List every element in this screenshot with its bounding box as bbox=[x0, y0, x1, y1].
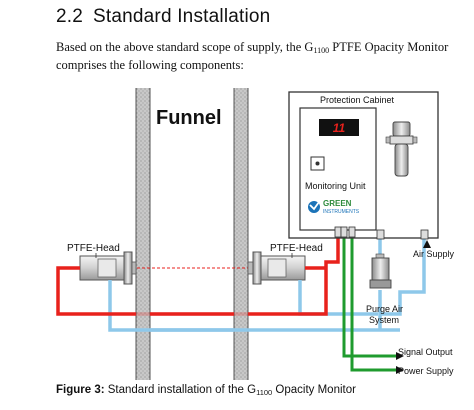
monitoring-unit-label: Monitoring Unit bbox=[305, 181, 366, 191]
green-instruments-logo: GREEN INSTRUMENTS bbox=[308, 199, 360, 215]
section-title: Standard Installation bbox=[93, 6, 271, 27]
output-lines bbox=[342, 236, 396, 372]
intro-subscript: 1100 bbox=[313, 46, 330, 55]
ptfe-head-right-label: PTFE-Head bbox=[270, 243, 323, 254]
caption-text: Standard installation of the G bbox=[104, 384, 257, 396]
figure-label: Figure 3: bbox=[56, 384, 105, 396]
ptfe-head-left-label: PTFE-Head bbox=[67, 243, 120, 254]
air-supply-label: Air Supply bbox=[413, 249, 455, 259]
section-number: 2.2 bbox=[56, 6, 84, 27]
figure-caption: Figure 3: Standard installation of the G… bbox=[56, 384, 356, 397]
display-value: 11 bbox=[333, 121, 346, 135]
ptfe-head-right bbox=[247, 251, 306, 285]
sensor-cable-lines bbox=[56, 236, 340, 316]
funnel-wall-right bbox=[234, 88, 248, 380]
protection-cabinet-label: Protection Cabinet bbox=[320, 95, 395, 105]
purge-air-label-1: Purge Air bbox=[366, 304, 403, 314]
intro-text-end: PTFE Opacity Monitor bbox=[329, 40, 449, 54]
caption-subscript: 1100 bbox=[256, 388, 273, 397]
intro-paragraph: Based on the above standard scope of sup… bbox=[56, 40, 466, 73]
purge-air-label-2: System bbox=[369, 315, 399, 325]
logo-line2: INSTRUMENTS bbox=[323, 209, 360, 215]
power-supply-label: Power Supply bbox=[398, 366, 454, 376]
caption-text-end: Opacity Monitor bbox=[272, 384, 356, 396]
display-panel bbox=[319, 119, 359, 136]
funnel-label: Funnel bbox=[156, 107, 222, 129]
ptfe-head-left bbox=[79, 251, 137, 285]
intro-line2: comprises the following components: bbox=[56, 58, 244, 72]
intro-text: Based on the above standard scope of sup… bbox=[56, 40, 314, 54]
logo-line1: GREEN bbox=[323, 199, 352, 208]
section-heading: 2.2 Standard Installation bbox=[56, 6, 270, 28]
signal-output-label: Signal Output bbox=[398, 347, 453, 357]
purge-air-blower bbox=[369, 253, 392, 289]
air-filter-regulator bbox=[385, 121, 418, 177]
funnel-wall-left bbox=[136, 88, 150, 380]
